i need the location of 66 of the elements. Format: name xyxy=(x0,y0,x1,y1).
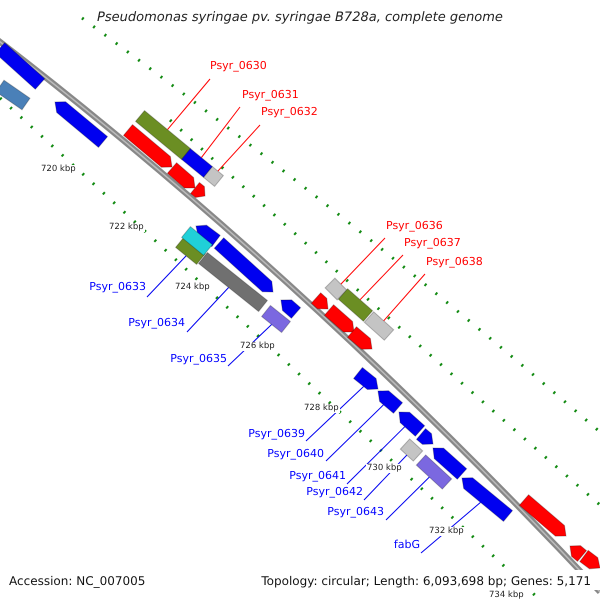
gene-label: Psyr_0635 xyxy=(170,353,227,364)
gene-block xyxy=(214,237,274,293)
gene-block xyxy=(180,148,214,178)
leader-line xyxy=(340,238,386,285)
gene-label: Psyr_0642 xyxy=(306,486,363,497)
gene-block xyxy=(352,366,379,390)
title: Pseudomonas syringae pv. syringae B728a, complete genome xyxy=(96,11,504,24)
gene-block xyxy=(310,292,329,310)
gene-label: Psyr_0634 xyxy=(128,317,185,328)
gene-label: Psyr_0636 xyxy=(386,220,443,231)
leader-line xyxy=(360,254,404,300)
gene-block xyxy=(416,454,452,490)
scale-label: 726 kbp xyxy=(239,342,276,350)
leader-line xyxy=(167,78,210,130)
gene-block xyxy=(260,304,292,334)
gene-label: Psyr_0630 xyxy=(210,60,267,71)
gene-block xyxy=(180,226,214,256)
gene-block xyxy=(134,110,192,160)
scale-label: 722 kbp xyxy=(108,223,145,232)
leader-line xyxy=(217,124,260,172)
gene-block xyxy=(432,448,468,480)
leader-line xyxy=(346,426,406,484)
gene-label: Psyr_0633 xyxy=(89,281,146,292)
gene-label: Psyr_0637 xyxy=(404,237,461,248)
gene-block xyxy=(400,438,424,462)
gene-label: fabG xyxy=(394,539,420,550)
gene-block xyxy=(0,80,31,110)
gene-label: Psyr_0641 xyxy=(289,470,346,481)
gene-label: Psyr_0638 xyxy=(426,256,483,267)
leader-line xyxy=(200,106,240,158)
gene-block xyxy=(377,390,404,414)
accession-text: Accession: NC_007005 xyxy=(9,575,146,587)
scale-label: 720 kbp xyxy=(40,165,77,174)
gene-label: Psyr_0640 xyxy=(267,448,324,459)
gene-block xyxy=(190,182,206,198)
genome-summary-text: Topology: circular; Length: 6,093,698 bp; Genes: 5,171 xyxy=(261,575,591,587)
gene-block xyxy=(54,101,108,148)
scale-label: 730 kbp xyxy=(366,464,403,472)
gene-block xyxy=(569,545,588,562)
gene-label: Psyr_0631 xyxy=(242,89,299,100)
gene-block xyxy=(324,304,355,332)
gene-block xyxy=(122,124,173,168)
scale-label: 734 kbp xyxy=(488,591,525,600)
gene-block xyxy=(202,166,224,188)
leader-line xyxy=(386,476,430,520)
leader-line xyxy=(306,386,364,442)
gene-block xyxy=(0,42,46,90)
gene-block xyxy=(280,299,302,319)
gene-block xyxy=(518,494,567,537)
gene-label: Psyr_0639 xyxy=(248,428,305,439)
gene-label: Psyr_0632 xyxy=(261,106,318,117)
leader-line xyxy=(146,255,187,298)
scale-label: 724 kbp xyxy=(174,283,211,292)
gene-block xyxy=(364,311,394,341)
gene-block xyxy=(416,428,434,445)
gene-block xyxy=(324,277,348,301)
gene-block xyxy=(461,477,514,522)
gene-label: Psyr_0643 xyxy=(327,506,384,517)
leader-line xyxy=(383,274,426,322)
gene-block xyxy=(346,326,373,350)
scale-label: 732 kbp xyxy=(428,527,465,536)
leader-line xyxy=(326,404,384,462)
leader-line xyxy=(186,287,230,332)
scale-label: 728 kbp xyxy=(303,404,340,412)
gene-block xyxy=(398,411,426,437)
gene-block xyxy=(338,288,374,322)
